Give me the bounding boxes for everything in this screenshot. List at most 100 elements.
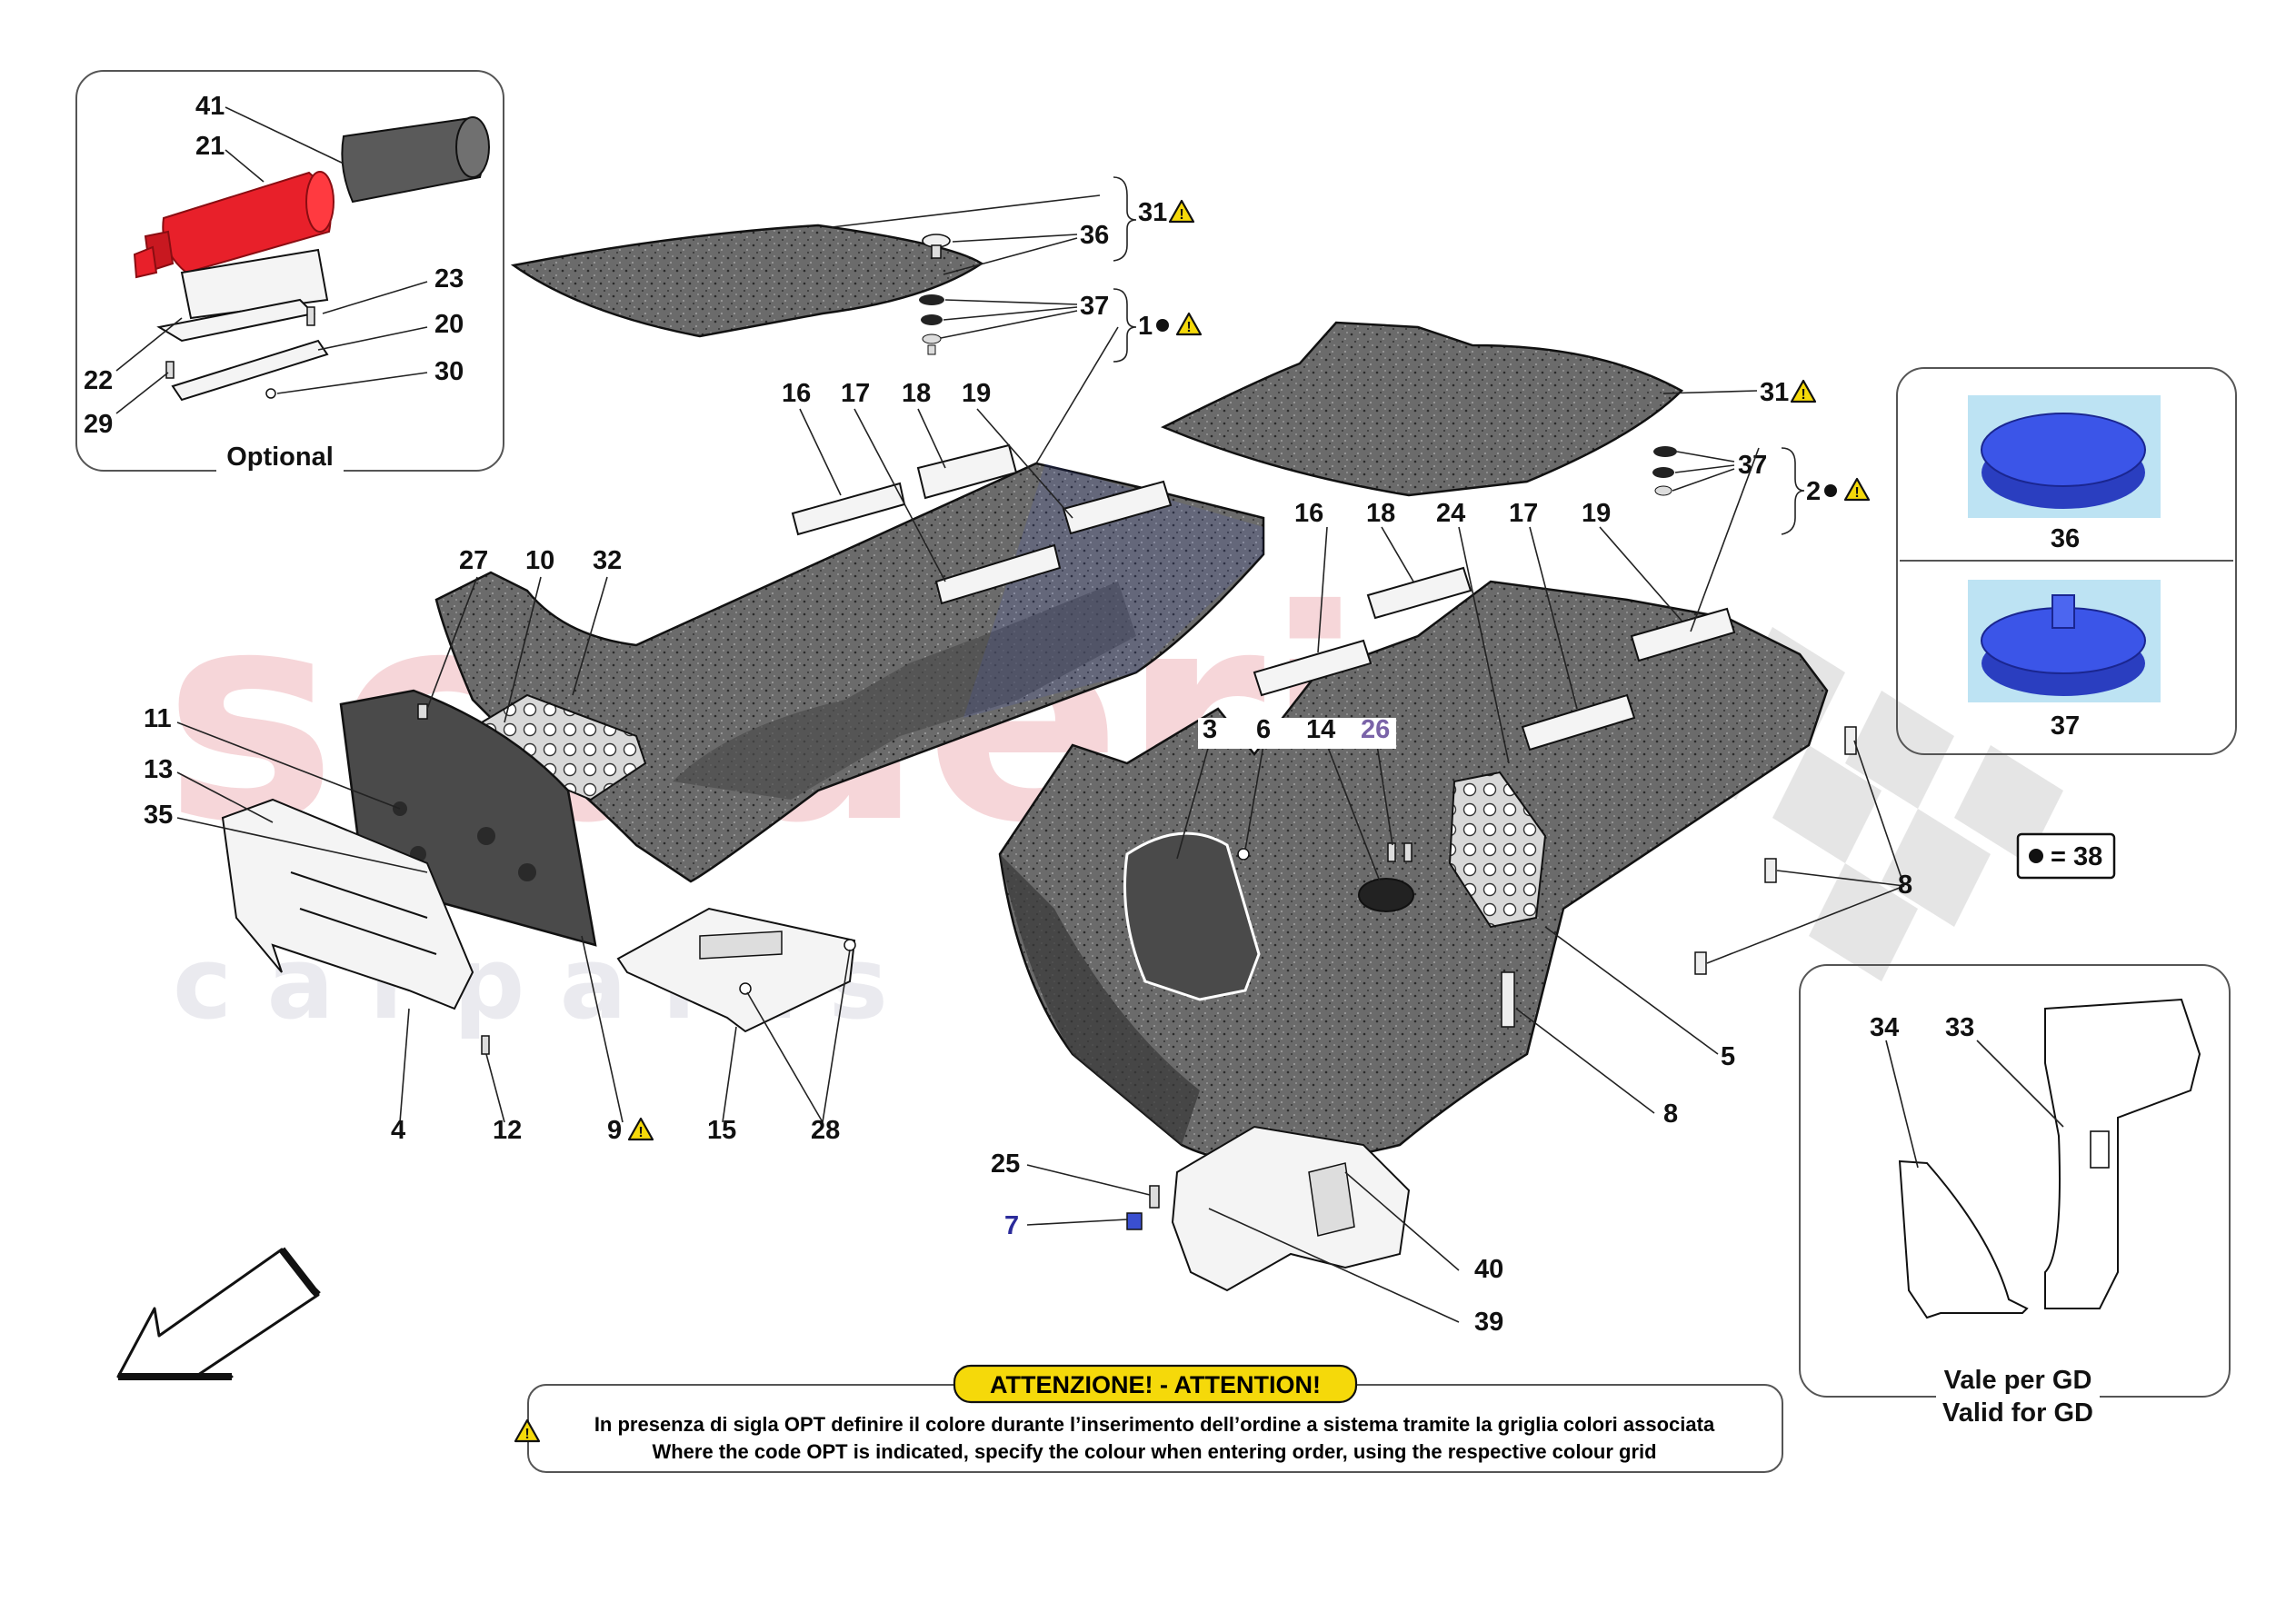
notice-title: ATTENZIONE! - ATTENTION!: [990, 1371, 1321, 1398]
label-19b: 19: [1582, 499, 1611, 528]
sill-trim-16a: [791, 482, 906, 536]
label-32: 32: [593, 546, 622, 575]
gd-caption-it: Vale per GD: [1944, 1366, 2092, 1395]
heel-bracket: [1171, 1125, 1411, 1292]
warning-icon: [1168, 199, 1195, 224]
gd-caption-en: Valid for GD: [1942, 1398, 2093, 1428]
mounting-plate: [616, 907, 856, 1033]
label-28: 28: [811, 1116, 840, 1145]
label-2: 2: [1806, 477, 1821, 506]
label-5: 5: [1721, 1042, 1735, 1071]
front-right-carpet: [1160, 321, 1684, 497]
label-26: 26: [1361, 715, 1390, 744]
rear-carpet-tunnel: [673, 582, 1136, 800]
fastener-stack-a: [919, 234, 951, 355]
notice-line-en: Where the code OPT is indicated, specify…: [652, 1440, 1656, 1463]
clip-8a: [1844, 726, 1857, 755]
sill-trim-17a: [934, 543, 1062, 605]
label-19a: 19: [962, 379, 991, 408]
bracket-34: [1898, 1159, 2029, 1319]
gd-panel: 34 33 Vale per GD Valid for GD: [1799, 964, 2231, 1436]
fastener-stack-b: [1652, 446, 1677, 496]
label-40: 40: [1474, 1255, 1503, 1284]
label-12: 12: [493, 1116, 522, 1145]
label-31a: 31: [1138, 198, 1167, 227]
label-23: 23: [434, 264, 464, 294]
optional-caption: Optional: [226, 443, 334, 472]
label-25: 25: [991, 1149, 1020, 1179]
label-8b: 8: [1663, 1100, 1678, 1129]
label-37-legend: 37: [2051, 711, 2080, 741]
label-22: 22: [84, 366, 113, 395]
clip-7: [1126, 1212, 1143, 1230]
label-33: 33: [1945, 1013, 1974, 1042]
screw-12: [481, 1035, 490, 1055]
label-15: 15: [707, 1116, 736, 1145]
extinguisher-plate: [171, 339, 329, 402]
label-31b: 31: [1760, 378, 1789, 407]
label-20: 20: [434, 310, 464, 339]
support-bracket: [221, 798, 474, 1010]
label-16a: 16: [782, 379, 811, 408]
label-17b: 17: [1509, 499, 1538, 528]
label-3: 3: [1203, 715, 1217, 744]
label-29: 29: [84, 410, 113, 439]
label-41: 41: [195, 92, 225, 121]
rear-shelf-carpet: [510, 224, 984, 338]
sill-trim-19a: [1062, 480, 1173, 535]
label-16b: 16: [1294, 499, 1323, 528]
notice-line-it: In presenza di sigla OPT definire il col…: [594, 1413, 1715, 1436]
footrest-panel: [1123, 831, 1261, 1001]
label-17a: 17: [841, 379, 870, 408]
screw-27: [417, 703, 428, 720]
floor-plug: [1358, 878, 1414, 912]
label-18a: 18: [902, 379, 931, 408]
label-24: 24: [1436, 499, 1465, 528]
label-10: 10: [525, 546, 554, 575]
label-27: 27: [459, 546, 488, 575]
label-13: 13: [144, 755, 173, 784]
rear-carpet-blue-tint: [963, 463, 1263, 718]
dot-icon: [1156, 319, 1169, 332]
attention-notice: ATTENZIONE! - ATTENTION! In presenza di …: [514, 1364, 1783, 1473]
clip-8b: [1764, 858, 1777, 883]
direction-arrow-icon: [116, 1248, 320, 1378]
dot-legend: = 38: [2016, 832, 2116, 880]
warning-icon: [1175, 312, 1203, 337]
clip-8c: [1694, 951, 1707, 975]
label-18b: 18: [1366, 499, 1395, 528]
dot-icon: [2029, 849, 2043, 863]
label-39: 39: [1474, 1308, 1503, 1337]
label-30: 30: [434, 357, 464, 386]
dot-icon: [1824, 484, 1837, 497]
sill-trim-18b: [1366, 566, 1472, 620]
label-1: 1: [1138, 312, 1153, 341]
sill-trim-16b: [1253, 639, 1373, 697]
label-4: 4: [391, 1116, 405, 1145]
clip-8d: [1501, 971, 1515, 1028]
sill-trim-18a: [916, 443, 1018, 500]
label-36a: 36: [1080, 221, 1109, 250]
warning-icon: [627, 1117, 654, 1142]
optional-panel: 41 21 23 20 30 22 29 Optional: [75, 70, 504, 474]
dot-legend-text: = 38: [2051, 842, 2102, 871]
label-9: 9: [607, 1116, 622, 1145]
front-carpet-side: [1000, 854, 1200, 1145]
fire-extinguisher: [133, 171, 334, 279]
warning-icon: [1790, 379, 1817, 404]
label-14: 14: [1306, 715, 1335, 744]
bracket-33: [2044, 998, 2201, 1309]
label-21: 21: [195, 132, 225, 161]
fastener-legend-panel: 36 37: [1896, 367, 2237, 755]
extinguisher-cover: [341, 116, 490, 204]
label-34: 34: [1870, 1013, 1899, 1042]
sill-trim-17b: [1521, 693, 1636, 751]
label-7: 7: [1004, 1211, 1019, 1240]
warning-icon: [1843, 477, 1871, 503]
screw-25: [1149, 1185, 1160, 1209]
label-11: 11: [144, 704, 172, 733]
label-6: 6: [1256, 715, 1271, 744]
label-35: 35: [144, 801, 173, 830]
heel-pad-mesh: [1448, 771, 1547, 929]
